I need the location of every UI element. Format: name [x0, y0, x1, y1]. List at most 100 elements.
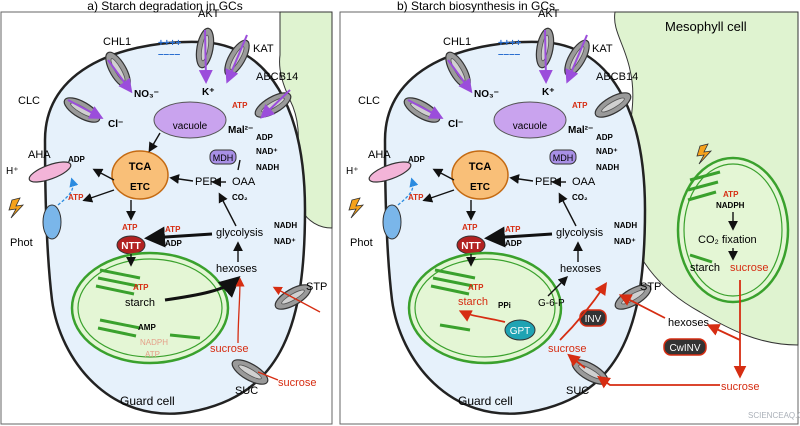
phot-a [42, 204, 62, 240]
ion-arrows-b [407, 29, 588, 119]
panel-b: b) Starch biosynthesis in GCs Mesophyll … [339, 0, 799, 425]
sucrose-out-a: sucrose [278, 377, 317, 389]
tca-a: TCA [129, 161, 152, 173]
gpt-label-b: GPT [510, 326, 531, 337]
pep-b: PEP [535, 176, 557, 188]
co2-b: CO₂ [572, 193, 588, 202]
atp-glyco-a: ATP [165, 225, 181, 234]
adp-abcb-b: ADP [596, 133, 614, 142]
nadh-mdh-b: NADH [596, 163, 619, 172]
atp-faint-a: ATP [145, 350, 160, 359]
adp-glyco-b: ADP [505, 239, 523, 248]
atp-ntt-a: ATP [122, 223, 138, 232]
co2-a: CO₂ [232, 193, 248, 202]
adp-glyco-a: ADP [165, 239, 183, 248]
no3-b: NO₃⁻ [474, 89, 499, 100]
nadplus-glyco-b: NAD⁺ [614, 237, 636, 246]
aha-label-a: AHA [28, 149, 51, 161]
sucrose-in-a: sucrose [210, 343, 249, 355]
watermark: SCIENCEAQ.COM [748, 411, 800, 420]
mdh-label-b: MDH [553, 153, 574, 163]
phot-b [382, 204, 402, 240]
thylakoids-b [430, 268, 476, 332]
thick-arrows-a [144, 226, 241, 302]
cl-b: Cl⁻ [448, 119, 463, 130]
gpt-b [504, 319, 536, 341]
phot-signal-b [397, 177, 419, 206]
minus-charges-b: –––– [498, 49, 521, 60]
aha-label-b: AHA [368, 149, 391, 161]
nadh-mdh-a: NADH [256, 163, 279, 172]
atp-chloro-a: ATP [133, 283, 149, 292]
thick-arrows-b [484, 226, 553, 248]
phot-signal-a [57, 177, 79, 206]
apoplast-sucrose: sucrose [721, 381, 760, 393]
starch-b: starch [458, 296, 488, 308]
cell-label-b: Guard cell [458, 394, 513, 408]
inv-label-b: INV [585, 314, 602, 325]
aha-pump-a [28, 161, 72, 183]
pathway-arrows-a [82, 132, 243, 267]
phot-label-b: Phot [350, 237, 373, 249]
adp-aha-a: ADP [68, 155, 86, 164]
glycolysis-a: glycolysis [216, 227, 264, 239]
tca-b: TCA [469, 161, 492, 173]
etc-b: ETC [470, 182, 490, 193]
nadph-a: NADPH [140, 338, 168, 347]
nadplus-glyco-a: NAD⁺ [274, 237, 296, 246]
vacuole-label-a: vacuole [173, 121, 208, 132]
atp-aha-a: ATP [68, 193, 84, 202]
k-b: K⁺ [542, 87, 555, 98]
chl1-label-b: CHL1 [443, 36, 471, 48]
sucrose-arrows-a [235, 277, 321, 381]
akt-label-b: AKT [538, 8, 560, 20]
g6p-b: G-6-P [538, 298, 565, 309]
atp-chloro-b: ATP [468, 283, 484, 292]
vacuole-a [153, 101, 227, 139]
ntt-label-b: NTT [461, 241, 480, 252]
chl1-label-a: CHL1 [103, 36, 131, 48]
stp-label-a: STP [306, 281, 327, 293]
mdh-label-a: MDH [213, 153, 234, 163]
nadh-glyco-b: NADH [614, 221, 637, 230]
atp-glyco-b: ATP [505, 225, 521, 234]
clc-label-b: CLC [358, 95, 380, 107]
sucrose-in-b: sucrose [548, 343, 587, 355]
plus-charges-b: ++++ [498, 38, 522, 49]
h-a: H⁺ [6, 166, 19, 177]
apoplast-hexoses: hexoses [668, 317, 709, 329]
suc-label-b: SUC [566, 385, 589, 397]
amp-a: AMP [138, 323, 156, 332]
mitochondrion-b [451, 150, 509, 200]
atp-aha-b: ATP [408, 193, 424, 202]
atp-ntt-b: ATP [462, 223, 478, 232]
mesophyll-thylakoids [687, 170, 721, 264]
ppi-b: PPi [498, 301, 511, 310]
cwinv-b [663, 338, 707, 356]
suc-label-a: SUC [235, 385, 258, 397]
starch-a: starch [125, 297, 155, 309]
mdh-a [209, 149, 237, 165]
mchloro-starch: starch [690, 262, 720, 274]
vacuole-b [493, 101, 567, 139]
stp-label-b: STP [640, 281, 661, 293]
panel-a-title: a) Starch degradation in GCs [87, 0, 242, 13]
mal-b: Mal²⁻ [568, 125, 593, 136]
no3-a: NO₃⁻ [134, 89, 159, 100]
sucrose-arrows-b [458, 280, 747, 389]
vacuole-label-b: vacuole [513, 121, 548, 132]
nadplus-mdh-b: NAD⁺ [596, 147, 618, 156]
mitochondrion-a [111, 150, 169, 200]
kat-label-b: KAT [592, 43, 613, 55]
cell-label-a: Guard cell [120, 394, 175, 408]
mdh-b [549, 149, 577, 165]
h-b: H⁺ [346, 166, 359, 177]
mchloro-sucrose: sucrose [730, 262, 769, 274]
nadh-glyco-a: NADH [274, 221, 297, 230]
clc-label-a: CLC [18, 95, 40, 107]
pathway-arrows-b [422, 168, 738, 297]
plus-charges-a: ++++ [158, 38, 182, 49]
pep-a: PEP [195, 176, 217, 188]
panel-b-title: b) Starch biosynthesis in GCs [397, 0, 555, 13]
minus-charges-a: –––– [158, 49, 181, 60]
